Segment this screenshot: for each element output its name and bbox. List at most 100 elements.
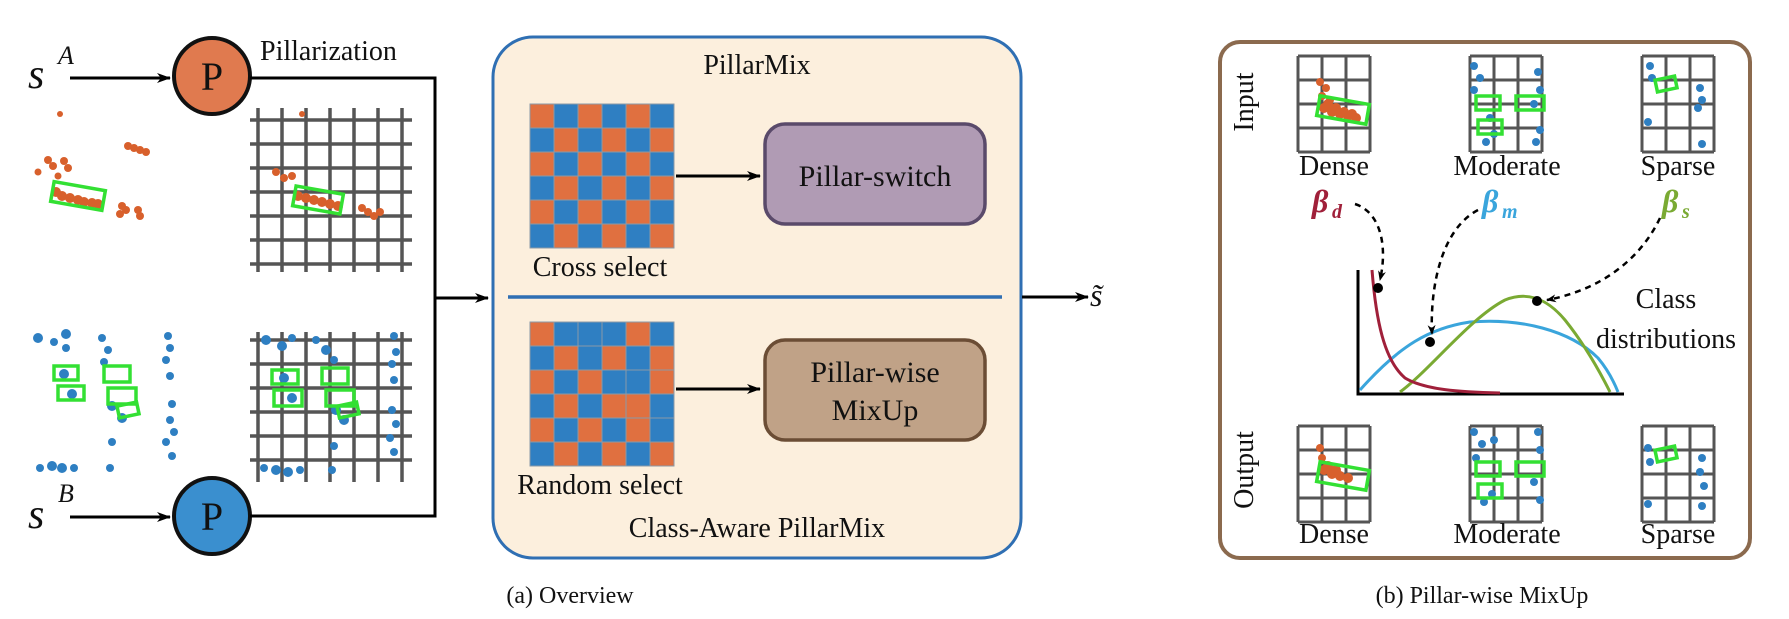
mixup-panel: Input Output Dense Moderate Spar [1218,40,1752,609]
pillar-cell [529,175,555,201]
pillar-cell [601,417,627,443]
plot-axes [1356,270,1624,396]
pillar-cell [553,199,579,225]
pillar-cell [577,103,603,129]
class-dist-line2: distributions [1596,324,1736,355]
point-cloud-icon [33,329,178,473]
svg-text:d: d [1332,201,1343,223]
pillar-node-b-label: P [201,494,223,539]
bbox-group [270,366,362,421]
pillar-cell [553,345,579,371]
pillar-grid-icon [1296,54,1716,524]
bbox-icon [52,364,80,382]
pillarmix-footer: Class-Aware PillarMix [629,513,885,544]
pillar-cell [529,441,555,467]
pillar-cell [577,417,603,443]
bbox-icon [102,364,132,384]
pillar-cell [601,199,627,225]
pillar-cell [649,103,675,129]
svg-text:β: β [1311,183,1329,219]
pillar-cell [553,223,579,249]
svg-text:β: β [1481,183,1499,219]
pillar-cell [625,417,651,443]
curve-moderate [1358,319,1620,393]
bbox-icon [320,366,350,386]
pillar-cell [529,369,555,395]
pillar-cell [553,417,579,443]
bbox-icon [56,384,86,402]
output-density-sparse: Sparse [1641,519,1716,550]
bbox-icon [272,388,304,408]
pillar-cell [577,345,603,371]
pillar-cell [577,321,603,347]
output-density-dense: Dense [1299,519,1369,550]
pillar-cell [625,199,651,225]
pillar-cell [649,321,675,347]
pillar-cell [529,151,555,177]
pillar-cell [649,345,675,371]
pillar-cell [577,441,603,467]
pillar-cell [577,369,603,395]
pillar-node-icon: P [172,476,252,556]
pillar-cell [601,151,627,177]
pillar-switch-box [763,122,987,226]
pillar-cell [529,103,555,129]
pillar-cell [601,127,627,153]
output-symbol: s̃ [1090,277,1104,313]
pillar-cell [649,369,675,395]
pillar-node-icon: P [172,36,252,116]
cross-select-label: Cross select [533,252,668,283]
pillar-grid-icon [250,108,412,272]
input-density-dense: Dense [1299,151,1369,182]
point-cloud-icon [1316,444,1353,483]
point-cloud-icon [34,111,150,220]
input-b-superscript: B [58,479,74,508]
pillar-cell [529,417,555,443]
pillar-cell [553,151,579,177]
overview-caption: (a) Overview [506,583,634,609]
bbox-icon [1652,443,1680,465]
pillar-cell [625,393,651,419]
pillar-cell [601,321,627,347]
beta-curve-icon [1354,202,1662,396]
beta-m-label: β m [1481,183,1518,223]
point-cloud-icon [1644,444,1708,510]
point-cloud-icon [272,111,384,220]
pillar-wise-label-line1: Pillar-wise [810,356,939,389]
bbox-icon [1652,73,1680,95]
pillar-cell [601,175,627,201]
bbox-icon [1514,94,1546,112]
pillarization-label: Pillarization [260,36,397,67]
pillar-cell [649,151,675,177]
bbox-icon [334,399,362,421]
pillar-cell [625,175,651,201]
checkerboard-icon [529,103,675,249]
bbox-icon [1514,460,1546,478]
bbox-icon [48,179,108,213]
pillar-cell [601,369,627,395]
svg-text:s: s [1681,201,1690,223]
pillar-cell [529,345,555,371]
bbox-icon [290,183,346,217]
pillar-cell [625,369,651,395]
pillar-cell [577,175,603,201]
svg-text:β: β [1661,183,1679,219]
mixup-border [1218,40,1752,560]
pillar-node-a-label: P [201,54,223,99]
pillar-cell [649,417,675,443]
pointer-moderate [1427,208,1479,335]
pillar-cell [529,223,555,249]
mixup-caption: (b) Pillar-wise MixUp [1376,583,1589,609]
pillar-cell [577,127,603,153]
input-density-moderate: Moderate [1453,151,1560,182]
class-dist-line1: Class [1636,284,1697,315]
pillar-wise-label-line2: MixUp [832,394,919,427]
pillar-cell [553,127,579,153]
pillar-cell [649,199,675,225]
pillar-cell [601,103,627,129]
pillar-cell [553,103,579,129]
point-cloud-icon [1470,428,1544,506]
curve-sparse [1399,294,1612,394]
bbox-icon [1474,94,1502,112]
input-density-sparse: Sparse [1641,151,1716,182]
